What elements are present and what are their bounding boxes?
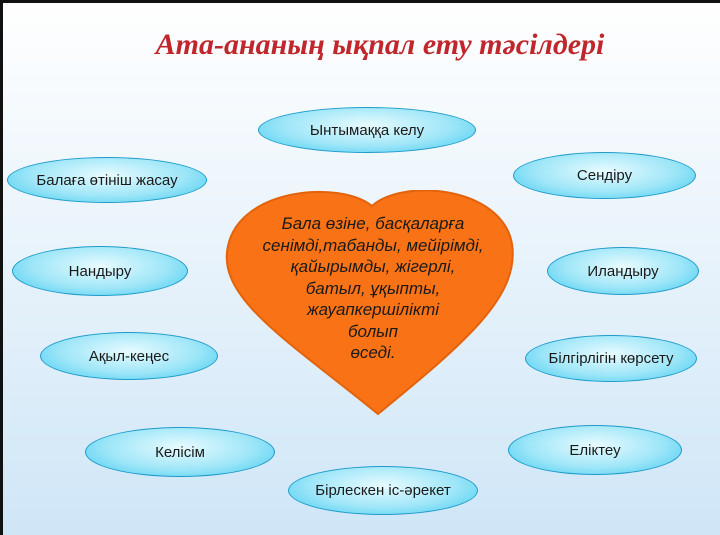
heart-text-line: сенімді,табанды, мейірімді, [262,235,484,255]
frame-top-edge [0,0,720,3]
heart-text-line: қайырымды, жігерлі, [290,257,456,276]
heart-text-line: болып [347,321,399,341]
method-oval-convince-right: Иландыру [547,247,699,295]
method-oval-trust: Сендіру [513,152,696,199]
method-oval-top: Ынтымаққа келу [258,107,476,153]
heart-text-line: Бала өзіне, басқаларға [281,214,465,233]
heart-text-line: батыл, ұқыпты, [305,278,441,298]
method-oval-imitation: Еліктеу [508,425,682,475]
page-title: Ата-ананың ықпал ету тәсілдері [155,28,605,61]
method-oval-joint-activity: Бірлескен іс-әрекет [288,466,478,515]
method-oval-agreement: Келісім [85,427,275,477]
method-oval-convince-left: Нандыру [12,246,188,296]
heart-path [225,190,514,416]
heart-text-line: жауапкершілікті [306,300,440,319]
method-oval-show-knowledge: Білгірлігін көрсету [525,335,697,382]
method-oval-advice: Ақыл-кеңес [40,332,218,380]
method-oval-request: Балаға өтініш жасау [7,157,207,203]
heart-text: Бала өзіне, басқаларға сенімді,табанды, … [238,213,508,364]
frame-left-edge [0,0,3,535]
heart-shape [225,190,514,416]
heart-text-line: өседі. [350,343,396,362]
